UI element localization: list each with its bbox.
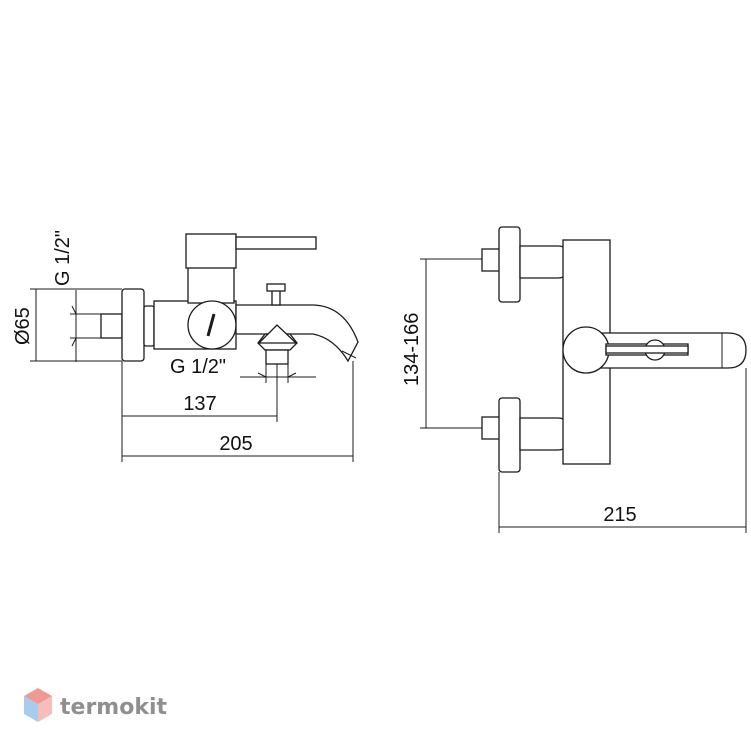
- front-bottom-flange: [498, 397, 521, 473]
- termokit-logo: termokit: [24, 688, 167, 722]
- side-lever-handle: [235, 236, 317, 250]
- side-flange-neck: [143, 305, 155, 347]
- front-bottom-pipe: [481, 416, 501, 440]
- diameter-label: Ø65: [12, 307, 34, 345]
- dim-215-label: 215: [603, 504, 636, 526]
- side-spout: [235, 304, 359, 363]
- front-diverter-knob: [562, 326, 610, 374]
- side-wall-flange: [121, 288, 145, 362]
- logo-cube-top: [24, 688, 52, 704]
- side-cartridge-housing: [187, 266, 235, 304]
- side-hose-outlet-cone: [257, 324, 298, 344]
- thread-arrow-top: [71, 305, 77, 315]
- outlet-thread-arrow-left: [257, 372, 267, 378]
- side-spout-tip-line: [341, 350, 357, 359]
- side-view: G 1/2" Ø65 G 1/2" 137 205: [12, 230, 359, 462]
- outlet-thread-arrow-right: [287, 372, 297, 378]
- thread-horizontal-label: G 1/2": [170, 356, 226, 378]
- side-lever-base: [185, 233, 237, 269]
- logo-cube-right: [38, 696, 52, 722]
- front-top-pipe: [481, 248, 501, 272]
- thread-vertical-label: G 1/2": [52, 230, 74, 286]
- thread-arrow-bottom: [71, 337, 77, 347]
- side-inlet-pipe: [100, 313, 123, 339]
- dim-205-label: 205: [219, 433, 252, 455]
- side-diverter-cap: [266, 283, 286, 292]
- side-diverter-slot: [206, 313, 216, 337]
- side-diverter-pin: [271, 289, 281, 306]
- side-hose-outlet-thread: [265, 349, 289, 365]
- front-lever-bar: [605, 345, 689, 354]
- logo-text: termokit: [60, 695, 167, 720]
- dim-spacing-label: 134-166: [401, 313, 423, 386]
- dim-137-label: 137: [183, 393, 216, 415]
- logo-cube-left: [24, 696, 38, 722]
- front-top-flange: [498, 226, 521, 303]
- front-view: 134-166 215: [401, 226, 747, 533]
